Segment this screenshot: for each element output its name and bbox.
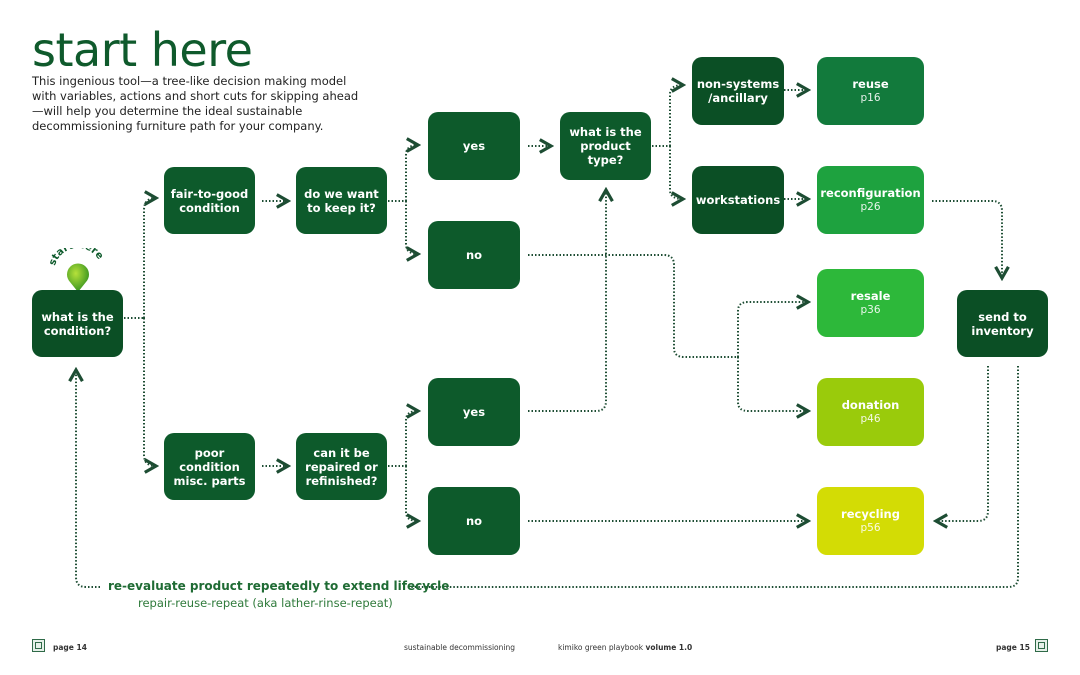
location-pin-icon: start here — [47, 240, 105, 292]
outcome-page: p26 — [860, 201, 881, 213]
logo-icon — [1035, 639, 1048, 652]
book-volume: volume 1.0 — [645, 643, 693, 652]
node-poor-condition[interactable]: poor condition misc. parts — [164, 433, 255, 500]
footer-section: sustainable decommissioning — [404, 643, 516, 652]
footer-page-right: page 15 — [996, 643, 1030, 652]
node-no-bottom[interactable]: no — [428, 487, 520, 555]
node-label: what is the condition? — [41, 309, 114, 338]
outcome-label: recycling — [841, 507, 900, 521]
node-repair[interactable]: can it be repaired or refinished? — [296, 433, 387, 500]
outcome-label: donation — [841, 398, 900, 412]
node-label: fair-to-good condition — [170, 186, 249, 215]
node-send-to-inventory[interactable]: send to inventory — [957, 290, 1048, 357]
arrow-to-fair — [143, 198, 156, 318]
node-label: send to inventory — [971, 309, 1034, 338]
node-keep-it[interactable]: do we want to keep it? — [296, 167, 387, 234]
node-condition[interactable]: what is the condition? — [32, 290, 123, 357]
book-title: kimiko green playbook — [558, 643, 644, 652]
footer-book: kimiko green playbook volume 1.0 — [558, 643, 692, 652]
loop-label: re-evaluate product repeatedly to extend… — [108, 579, 450, 593]
node-yes-top[interactable]: yes — [428, 112, 520, 180]
node-fair-to-good[interactable]: fair-to-good condition — [164, 167, 255, 234]
outcome-page: p46 — [860, 413, 881, 425]
node-label: do we want to keep it? — [304, 186, 379, 215]
loop-sublabel: repair-reuse-repeat (aka lather-rinse-re… — [138, 596, 393, 610]
logo-icon — [32, 639, 45, 652]
outcome-page: p56 — [860, 522, 881, 534]
node-label: non-systems /ancillary — [696, 77, 780, 105]
node-label: workstations — [695, 193, 781, 207]
node-label: yes — [462, 139, 486, 153]
node-no-top[interactable]: no — [428, 221, 520, 289]
footer-page-left: page 14 — [53, 643, 87, 652]
outcome-label: reconfiguration — [820, 186, 921, 200]
node-label: no — [465, 248, 483, 262]
node-product-type[interactable]: what is the product type? — [560, 112, 651, 180]
outcome-page: p36 — [860, 304, 881, 316]
outcome-label: reuse — [852, 77, 889, 91]
node-label: can it be repaired or refinished? — [305, 445, 378, 488]
node-workstations[interactable]: workstations — [692, 166, 784, 234]
intro-text: This ingenious tool—a tree-like decision… — [32, 74, 359, 133]
page-number-right: page 15 — [996, 643, 1030, 652]
node-label: no — [465, 514, 483, 528]
page-number-left: page 14 — [53, 643, 87, 652]
node-label: what is the product type? — [569, 125, 642, 167]
node-non-systems[interactable]: non-systems /ancillary — [692, 57, 784, 125]
node-yes-bottom[interactable]: yes — [428, 378, 520, 446]
outcome-label: resale — [850, 289, 891, 303]
page-title: start here — [32, 23, 253, 77]
outcome-page: p16 — [860, 92, 881, 104]
start-marker: start here — [47, 240, 108, 294]
node-label: yes — [462, 405, 486, 419]
node-label: poor condition misc. parts — [173, 445, 246, 488]
